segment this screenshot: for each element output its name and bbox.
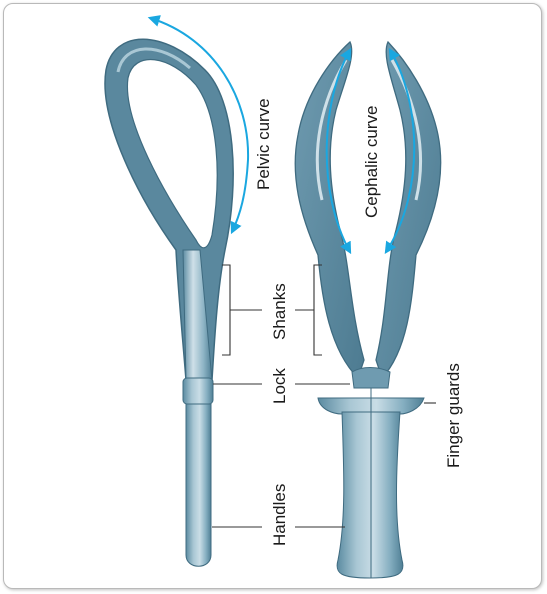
lock-label: Lock [270,368,289,404]
cephalic-curve-label: Cephalic curve [362,106,381,218]
left-forceps-side-view [105,39,233,566]
shanks-bracket-left [222,265,262,355]
pelvic-curve-label: Pelvic curve [254,98,273,190]
shanks-bracket-right [295,265,322,355]
handles-label: Handles [270,484,289,546]
finger-guards-label: Finger guards [444,363,463,468]
shanks-label: Shanks [270,283,289,340]
